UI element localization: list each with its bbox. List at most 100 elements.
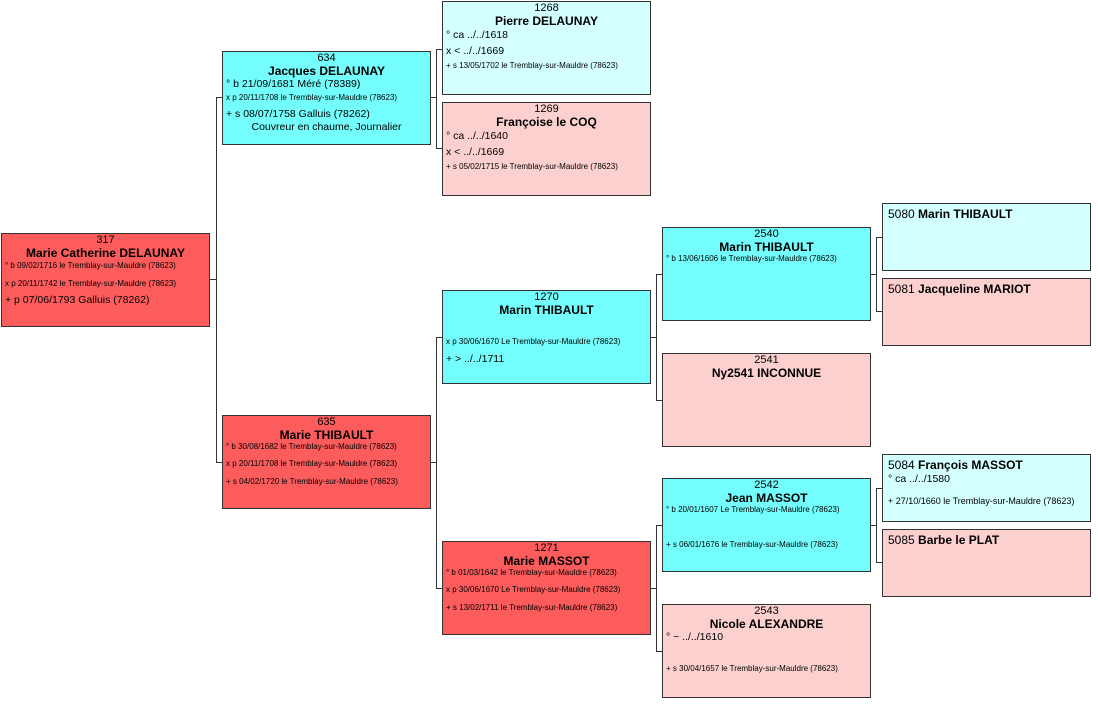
sosa-number: 1268 (534, 2, 559, 14)
person-name: Marie MASSOT (503, 554, 590, 568)
person-header: 5080 Marin THIBAULT (883, 204, 1090, 221)
person-header: 5084 François MASSOT (883, 455, 1090, 472)
person-name: Marin THIBAULT (499, 303, 594, 317)
death-event: + p 07/06/1793 Galluis (78262) (5, 294, 150, 306)
person-name: Marin THIBAULT (719, 240, 814, 254)
death-event: + s 08/07/1758 Galluis (78262) (226, 108, 370, 120)
connector (650, 337, 656, 338)
sosa-number: 1270 (534, 291, 559, 303)
person-name: Marie THIBAULT (279, 428, 374, 442)
person-card-5081[interactable]: 5081 Jacqueline MARIOT (882, 278, 1091, 346)
person-card-5085[interactable]: 5085 Barbe le PLAT (882, 529, 1091, 597)
sosa-number: 2540 (754, 228, 779, 240)
birth-event: ° b 13/06/1606 le Tremblay-sur-Mauldre (… (666, 254, 837, 263)
person-header: 5081 Jacqueline MARIOT (883, 279, 1090, 296)
connector (650, 588, 656, 589)
connector (216, 97, 217, 463)
person-name: Marie Catherine DELAUNAY (26, 246, 185, 260)
person-header: 5085 Barbe le PLAT (883, 530, 1090, 547)
marriage-event: x p 20/11/1708 le Tremblay-sur-Mauldre (… (226, 93, 398, 102)
connector (656, 525, 657, 652)
sosa-number: 5080 (888, 207, 915, 221)
person-name: Jean MASSOT (725, 491, 808, 505)
connector (876, 311, 882, 312)
connector (876, 237, 877, 312)
person-card-2540[interactable]: 2540 Marin THIBAULT ° b 13/06/1606 le Tr… (662, 227, 871, 321)
death-event: + s 30/04/1657 le Tremblay-sur-Mauldre (… (666, 664, 838, 673)
sosa-number: 1271 (534, 542, 559, 554)
sosa-number: 317 (96, 234, 115, 246)
connector (430, 462, 436, 463)
connector (656, 274, 662, 275)
person-card-317[interactable]: 317 Marie Catherine DELAUNAY ° b 09/02/1… (1, 233, 210, 327)
sosa-number: 2543 (754, 605, 779, 617)
connector (870, 525, 876, 526)
birth-event: ° ca ../../1580 (888, 473, 950, 485)
connector (436, 337, 442, 338)
connector (876, 488, 882, 489)
person-name: Barbe le PLAT (918, 533, 1000, 547)
person-card-2543[interactable]: 2543 Nicole ALEXANDRE ° ~ ../../1610 + s… (662, 604, 871, 698)
connector (436, 588, 442, 589)
person-card-1270[interactable]: 1270 Marin THIBAULT x p 30/06/1670 Le Tr… (442, 290, 651, 384)
birth-event: ° ca ../../1640 (446, 130, 508, 142)
person-name: Jacqueline MARIOT (918, 282, 1031, 296)
connector (436, 148, 442, 149)
connector (210, 279, 216, 280)
connector (656, 274, 657, 401)
death-event: + s 04/02/1720 le Tremblay-sur-Mauldre (… (226, 477, 398, 486)
death-event: + 27/10/1660 le Tremblay-sur-Mauldre (78… (888, 496, 1075, 506)
person-card-2541[interactable]: 2541 Ny2541 INCONNUE (662, 353, 871, 447)
person-name: Jacques DELAUNAY (268, 64, 385, 78)
sosa-number: 634 (317, 52, 336, 64)
birth-event: ° b 21/09/1681 Méré (78389) (226, 78, 361, 90)
death-event: + s 05/02/1715 le Tremblay-sur-Mauldre (… (446, 162, 618, 171)
sosa-number: 2541 (754, 354, 779, 366)
death-event: + s 13/05/1702 le Tremblay-sur-Mauldre (… (446, 61, 618, 70)
sosa-number: 5085 (888, 533, 915, 547)
marriage-event: x p 30/06/1670 Le Tremblay-sur-Mauldre (… (446, 585, 621, 594)
connector (216, 462, 222, 463)
connector (430, 97, 436, 98)
connector (436, 337, 437, 589)
connector (876, 562, 882, 563)
person-name: François MASSOT (918, 458, 1023, 472)
connector (436, 49, 442, 50)
person-card-5084[interactable]: 5084 François MASSOT ° ca ../../1580 + 2… (882, 454, 1091, 522)
marriage-event: x p 20/11/1708 le Tremblay-sur-Mauldre (… (226, 459, 398, 468)
birth-event: ° b 30/08/1682 le Tremblay-sur-Mauldre (… (226, 442, 397, 451)
marriage-event: x < ../../1669 (446, 146, 505, 158)
marriage-event: x < ../../1669 (446, 45, 505, 57)
person-card-634[interactable]: 634 Jacques DELAUNAY ° b 21/09/1681 Méré… (222, 51, 431, 145)
connector (436, 49, 437, 149)
connector (876, 237, 882, 238)
birth-event: ° b 09/02/1716 le Tremblay-sur-Mauldre (… (5, 261, 176, 270)
sosa-number: 5084 (888, 458, 915, 472)
person-card-635[interactable]: 635 Marie THIBAULT ° b 30/08/1682 le Tre… (222, 415, 431, 509)
sosa-number: 5081 (888, 282, 915, 296)
birth-event: ° b 20/01/1607 Le Tremblay-sur-Mauldre (… (666, 505, 840, 514)
person-name: Nicole ALEXANDRE (709, 617, 824, 631)
death-event: + s 06/01/1676 le Tremblay-sur-Mauldre (… (666, 540, 838, 549)
person-card-1271[interactable]: 1271 Marie MASSOT ° b 01/03/1642 le Trem… (442, 541, 651, 635)
marriage-event: x p 30/06/1670 Le Tremblay-sur-Mauldre (… (446, 337, 621, 346)
connector (656, 525, 662, 526)
person-card-5080[interactable]: 5080 Marin THIBAULT (882, 203, 1091, 271)
marriage-event: x p 20/11/1742 le Tremblay-sur-Mauldre (… (5, 279, 177, 288)
sosa-number: 2542 (754, 479, 779, 491)
death-event: + > ../../1711 (446, 353, 505, 365)
person-card-1269[interactable]: 1269 Françoise le COQ ° ca ../../1640 x … (442, 102, 651, 196)
connector (876, 488, 877, 563)
person-card-2542[interactable]: 2542 Jean MASSOT ° b 20/01/1607 Le Tremb… (662, 478, 871, 572)
birth-event: ° b 01/03/1642 le Tremblay-sur-Mauldre (… (446, 568, 617, 577)
person-card-1268[interactable]: 1268 Pierre DELAUNAY ° ca ../../1618 x <… (442, 1, 651, 95)
death-event: + s 13/02/1711 le Tremblay-sur-Mauldre (… (446, 603, 618, 612)
person-name: Pierre DELAUNAY (495, 14, 598, 28)
sosa-number: 635 (317, 416, 336, 428)
birth-event: ° ~ ../../1610 (666, 631, 724, 643)
person-name: Marin THIBAULT (918, 207, 1013, 221)
connector (216, 97, 222, 98)
sosa-number: 1269 (534, 103, 559, 115)
connector (656, 651, 662, 652)
occupation: Couvreur en chaume, Journalier (251, 121, 402, 133)
